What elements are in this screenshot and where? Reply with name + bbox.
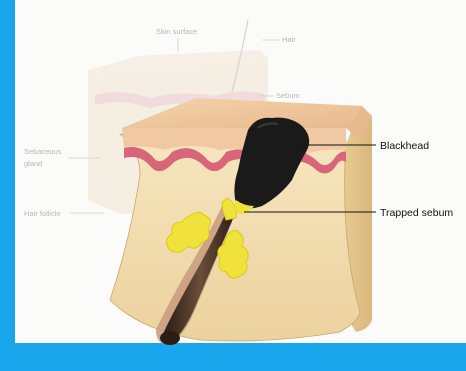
trapped-sebum-label: Trapped sebum <box>380 207 453 219</box>
hair-bulb <box>160 331 180 345</box>
hair-follicle-label: Hair follicle <box>24 209 61 218</box>
blackhead-label: Blackhead <box>380 140 429 152</box>
skin-surface-label: Skin surface <box>156 27 197 36</box>
main-skin-block <box>110 98 372 341</box>
sebum-label: Sebum <box>276 91 300 100</box>
sebaceous-gland-label-line1: Sebaceous <box>24 147 62 156</box>
sebaceous-gland-label-line2: gland <box>24 159 42 168</box>
hair-label: Hair <box>282 35 296 44</box>
